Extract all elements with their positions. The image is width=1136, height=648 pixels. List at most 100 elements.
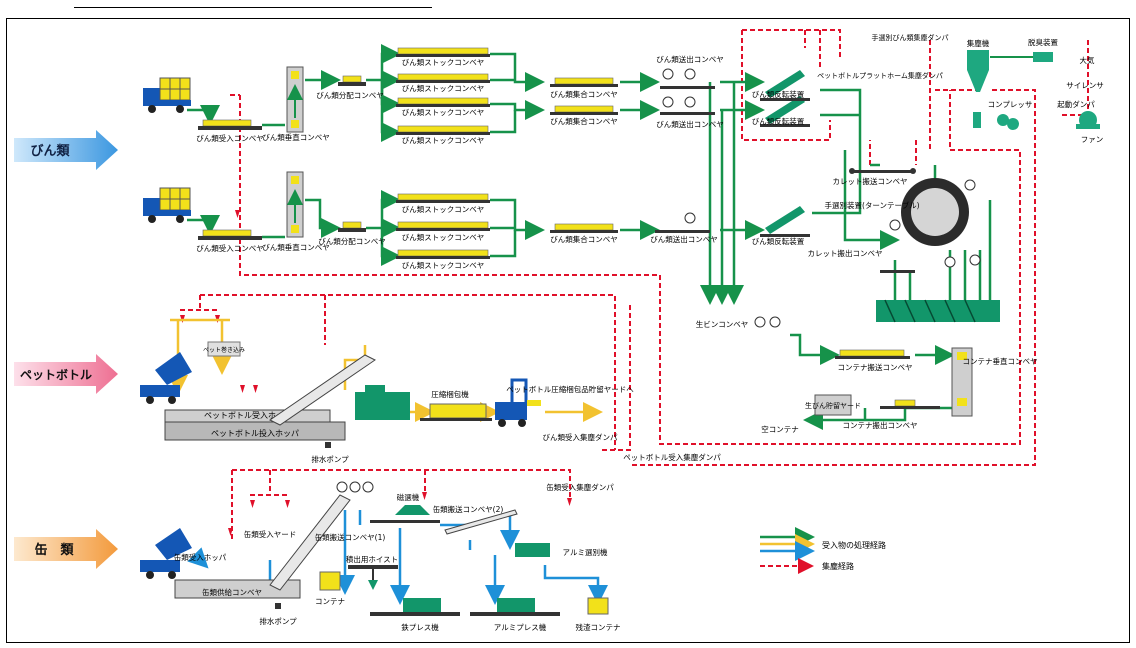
stock-conveyors-row2: [396, 193, 490, 259]
label-container-out: コンテナ搬出コンベヤ: [843, 420, 918, 430]
label-stock-3: びん類ストックコンベヤ: [402, 107, 485, 117]
container-box: [319, 571, 341, 591]
label-stock-1: びん類ストックコンベヤ: [402, 57, 485, 67]
bin-receive-conveyor-1: [198, 119, 262, 130]
label-fan: ファン: [1081, 135, 1104, 144]
label-stock-5: びん類ストックコンベヤ: [402, 204, 485, 214]
label-pet-recv-damper: ペットボトル受入集塵ダンパ: [623, 452, 721, 462]
merge-conveyor-row2: [550, 223, 618, 233]
merge-conveyors-row1: [550, 77, 618, 115]
legend-route-label: 受入物の処理経路: [822, 540, 886, 550]
label-stock-4: びん類ストックコンベヤ: [402, 135, 485, 145]
pet-dropzone: [207, 341, 241, 357]
stock-conveyors-row1: [396, 47, 490, 135]
hoist: [348, 565, 398, 590]
label-can-yard: 缶類受入ヤード: [244, 529, 297, 539]
label-hoist: 積出用ホイスト: [346, 554, 398, 564]
label-container: コンテナ: [315, 597, 345, 606]
truck-2: [143, 187, 191, 223]
label-dust-collector: 集塵機: [967, 38, 990, 48]
can-truck: [140, 528, 192, 579]
aluminum-press: [470, 598, 560, 616]
label-drain-pump-1: 排水ポンプ: [311, 454, 349, 464]
label-magnet: 磁選機: [397, 492, 420, 502]
can-conveyor-2: [444, 509, 518, 535]
can-feed-conveyor: [174, 494, 351, 599]
compression-baler: [355, 385, 410, 420]
label-silencer: サイレンサ: [1066, 81, 1104, 90]
label-bin-dist-1: びん類分配コンベヤ: [316, 90, 384, 100]
label-bin-vert-1: びん類垂直コンベヤ: [262, 132, 330, 142]
label-cullet-out: カレット搬出コンベヤ: [808, 248, 883, 258]
label-container-conv: コンテナ搬送コンベヤ: [838, 362, 913, 372]
bale-conveyor: [420, 403, 492, 421]
label-empty-container: 空コンテナ: [761, 424, 799, 434]
label-start-damper: 起動ダンパ: [1057, 99, 1095, 109]
svg-text:ペットボトル: ペットボトル: [20, 367, 92, 382]
raw-bin-operators: [754, 316, 781, 328]
label-cullet: カレット搬送コンベヤ: [833, 176, 908, 186]
reversing-unit-row2: [760, 206, 810, 237]
label-stock-7: びん類ストックコンベヤ: [402, 260, 485, 270]
label-out-2: びん類送出コンベヤ: [656, 119, 724, 129]
legend-collect-label: 集塵経路: [822, 561, 854, 571]
label-bin-recv-2: びん類受入コンベヤ: [196, 243, 264, 253]
label-can-recv-damper: 缶類受入集塵ダンパ: [546, 482, 614, 492]
label-container-vert: コンテナ垂直コンベヤ: [963, 356, 1038, 366]
label-merge-2: びん類集合コンベヤ: [550, 116, 618, 126]
outfeed-conveyor-row2: [655, 212, 710, 233]
label-can-hopper: 缶類受入ホッパ: [174, 552, 227, 562]
label-rev-2: びん類反転装置: [752, 116, 805, 126]
legend-route-swatch: [760, 527, 815, 561]
collect-nozzles: [180, 210, 572, 536]
label-raw-bin-yard: 生びん貯留ヤード: [805, 401, 861, 410]
fan: [1076, 111, 1100, 129]
label-rev-1: びん類反転装置: [752, 89, 805, 99]
label-turntable: 手選別装置(ターンテーブル): [824, 200, 919, 210]
bin-vertical-conveyor-2: [286, 171, 304, 238]
diagram-frame: [6, 18, 1130, 643]
container-conveyor: [835, 349, 910, 359]
label-alu-sorter: アルミ選別機: [563, 547, 608, 557]
label-atmosphere: 大気: [1080, 55, 1096, 65]
magnetic-separator: [395, 505, 430, 515]
label-residue: 残渣コンテナ: [576, 622, 621, 632]
label-can-conv2: 缶類搬送コンベヤ(2): [433, 504, 504, 514]
raw-bin-yard: [814, 394, 852, 416]
label-can-conv1: 缶類搬送コンベヤ(1): [315, 532, 386, 542]
drain-pump-1: [325, 442, 331, 448]
can-conveyor-1: [370, 520, 440, 523]
category-pet: ペットボトル: [14, 354, 118, 394]
pet-truck: [140, 352, 192, 404]
label-out-3: びん類送出コンベヤ: [650, 234, 718, 244]
cullet-bins: [876, 299, 1000, 323]
label-hand-damper: 手選別びん類集塵ダンパ: [872, 33, 949, 42]
bin-receive-conveyor-2: [198, 229, 262, 240]
forklift: [495, 378, 541, 427]
turntable: [901, 178, 969, 246]
label-bin-recv-damper: びん類受入集塵ダンパ: [543, 432, 618, 442]
label-pet-input-hopper: ペットボトル投入ホッパ: [211, 428, 299, 438]
svg-text:缶 類: 缶 類: [34, 542, 74, 558]
truck-1: [143, 77, 191, 113]
compressor: [997, 114, 1019, 130]
container-out-conveyor: [880, 399, 940, 409]
bin-distribution-conveyor-2: [338, 221, 366, 232]
label-out-1: びん類送出コンベヤ: [656, 54, 724, 64]
label-bin-dist-2: びん類分配コンベヤ: [318, 236, 386, 246]
label-stock-2: びん類ストックコンベヤ: [402, 83, 485, 93]
aluminum-sorter: [515, 543, 550, 557]
outfeed-conveyors-row1: [660, 68, 715, 115]
deodorizer: [1033, 52, 1053, 62]
sorter-operators: [889, 179, 981, 268]
iron-press: [370, 598, 460, 616]
residue-container: [587, 597, 609, 615]
label-compressor-pack: 圧縮梱包機: [431, 389, 469, 399]
label-merge-3: びん類集合コンベヤ: [550, 234, 618, 244]
label-stock-6: びん類ストックコンベヤ: [402, 232, 485, 242]
header-rule: [74, 7, 432, 8]
svg-text:びん類: びん類: [30, 144, 70, 159]
bin-vertical-conveyor-1: [286, 66, 304, 133]
label-bin-recv-1: びん類受入コンベヤ: [196, 133, 264, 143]
